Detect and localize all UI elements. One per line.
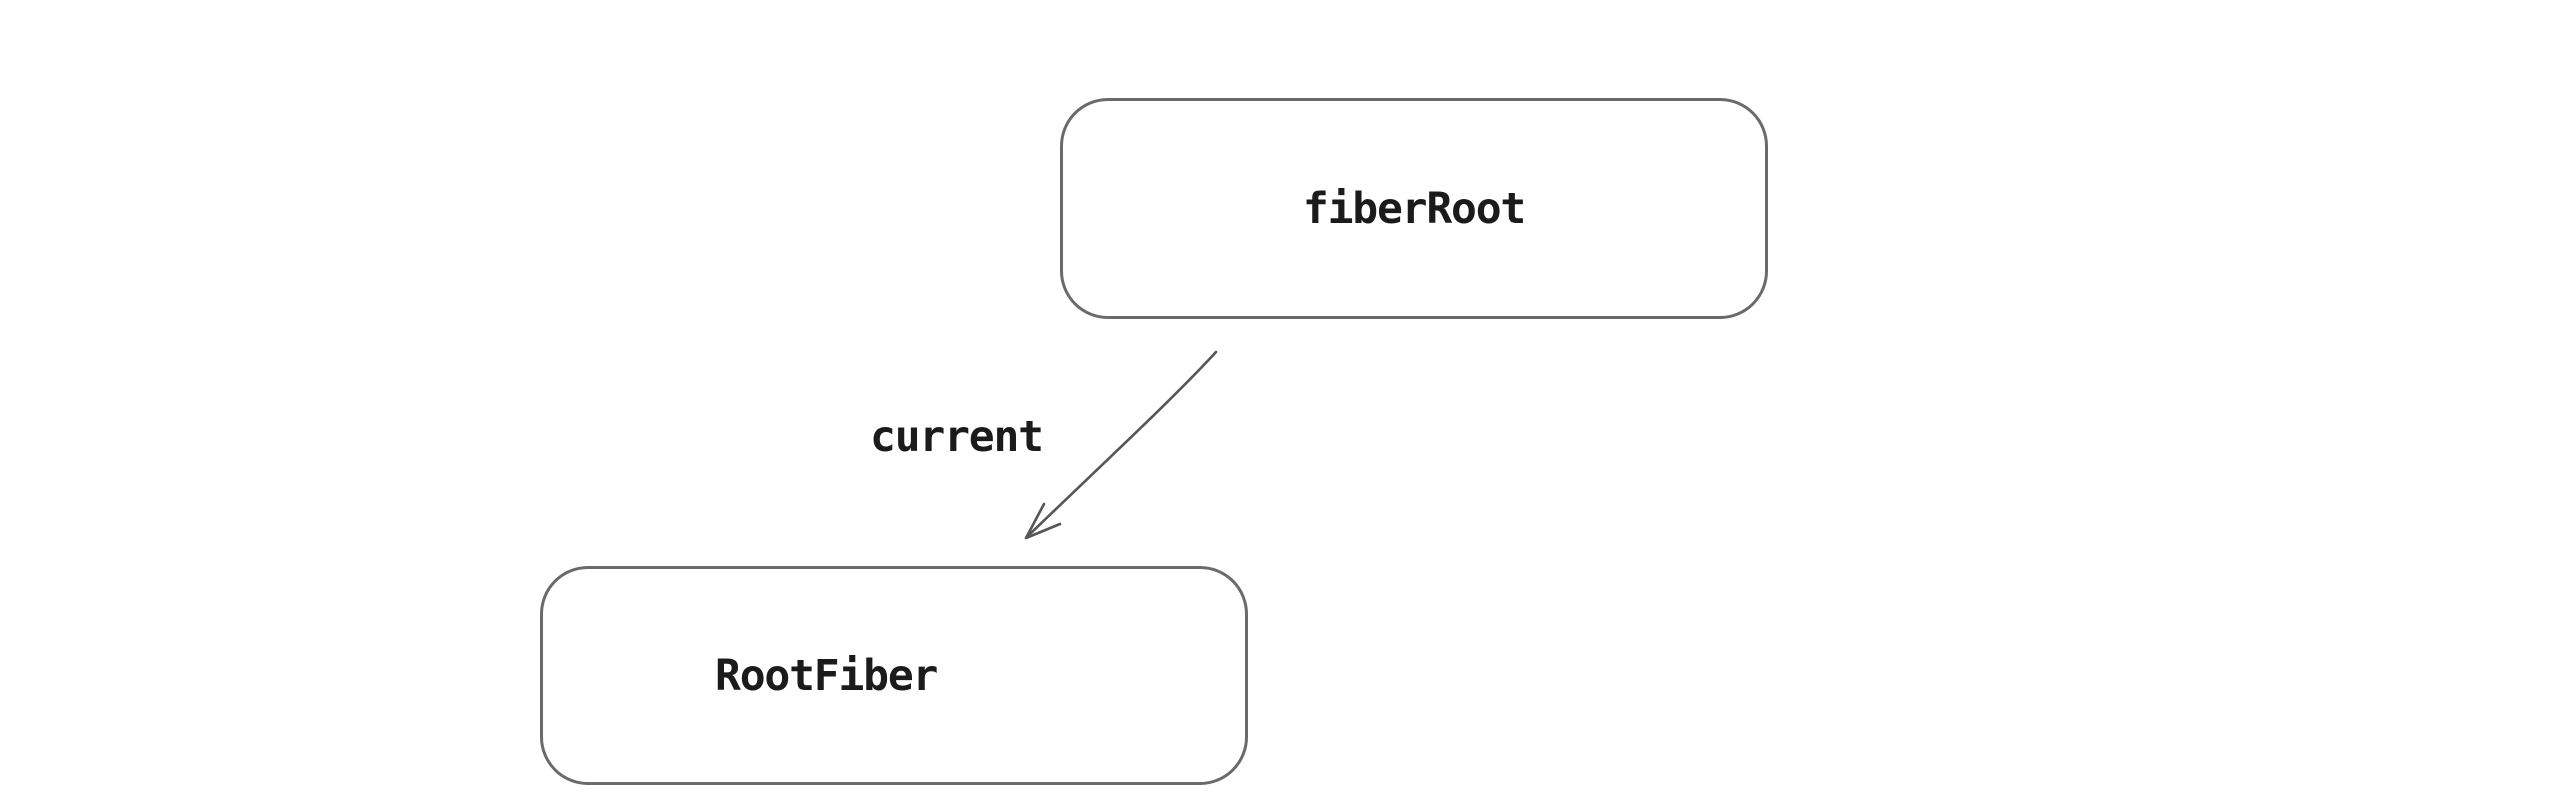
arrowhead-icon <box>1024 502 1062 540</box>
edge-label-current: current <box>870 412 1044 462</box>
node-fiberroot: fiberRoot <box>1060 98 1768 319</box>
node-rootfiber-label: RootFiber <box>715 650 938 701</box>
node-rootfiber: RootFiber <box>540 566 1248 785</box>
arrow-line <box>1028 350 1218 536</box>
node-fiberroot-label: fiberRoot <box>1302 183 1526 234</box>
